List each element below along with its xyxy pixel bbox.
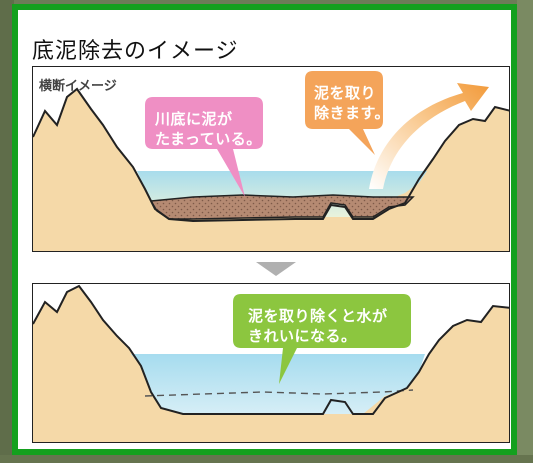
riverbed-outline	[33, 284, 509, 415]
cross-section-after	[33, 284, 509, 442]
removal-arrow	[369, 83, 489, 189]
cross-section-after-panel: 泥を取り除くと水が きれいになる。	[32, 283, 510, 443]
bubble-remove-line1: 泥を取り	[314, 84, 377, 102]
bubble-silt	[145, 97, 263, 197]
bubble-silt-line1: 川底に泥が	[155, 110, 233, 128]
mud-layer	[149, 194, 415, 220]
riverbank-ground	[33, 89, 509, 251]
bubble-silt-line2: たまっている。	[155, 130, 262, 148]
bubble-clean-line2: きれいになる。	[248, 327, 357, 345]
former-mud-line	[144, 389, 414, 397]
cross-section-before	[33, 67, 509, 251]
riverbank-ground	[33, 286, 509, 442]
river-water	[131, 354, 425, 414]
bubble-clean	[233, 294, 411, 384]
bubble-remove-text: 泥を取り 除きます。	[314, 83, 390, 123]
riverbed-outline	[33, 87, 509, 223]
cross-section-before-panel: 横断イメージ 川底に泥が たまっている。 泥を取り 除きます。	[32, 66, 510, 252]
bubble-remove	[305, 71, 383, 155]
bubble-remove-line2: 除きます。	[314, 104, 391, 122]
bubble-clean-text: 泥を取り除くと水が きれいになる。	[248, 306, 388, 346]
page-title: 底泥除去のイメージ	[32, 39, 239, 64]
bubble-silt-text: 川底に泥が たまっている。	[155, 109, 262, 149]
down-arrow-icon	[256, 262, 296, 276]
bubble-clean-line1: 泥を取り除くと水が	[248, 307, 388, 325]
panel-label: 横断イメージ	[39, 79, 117, 94]
